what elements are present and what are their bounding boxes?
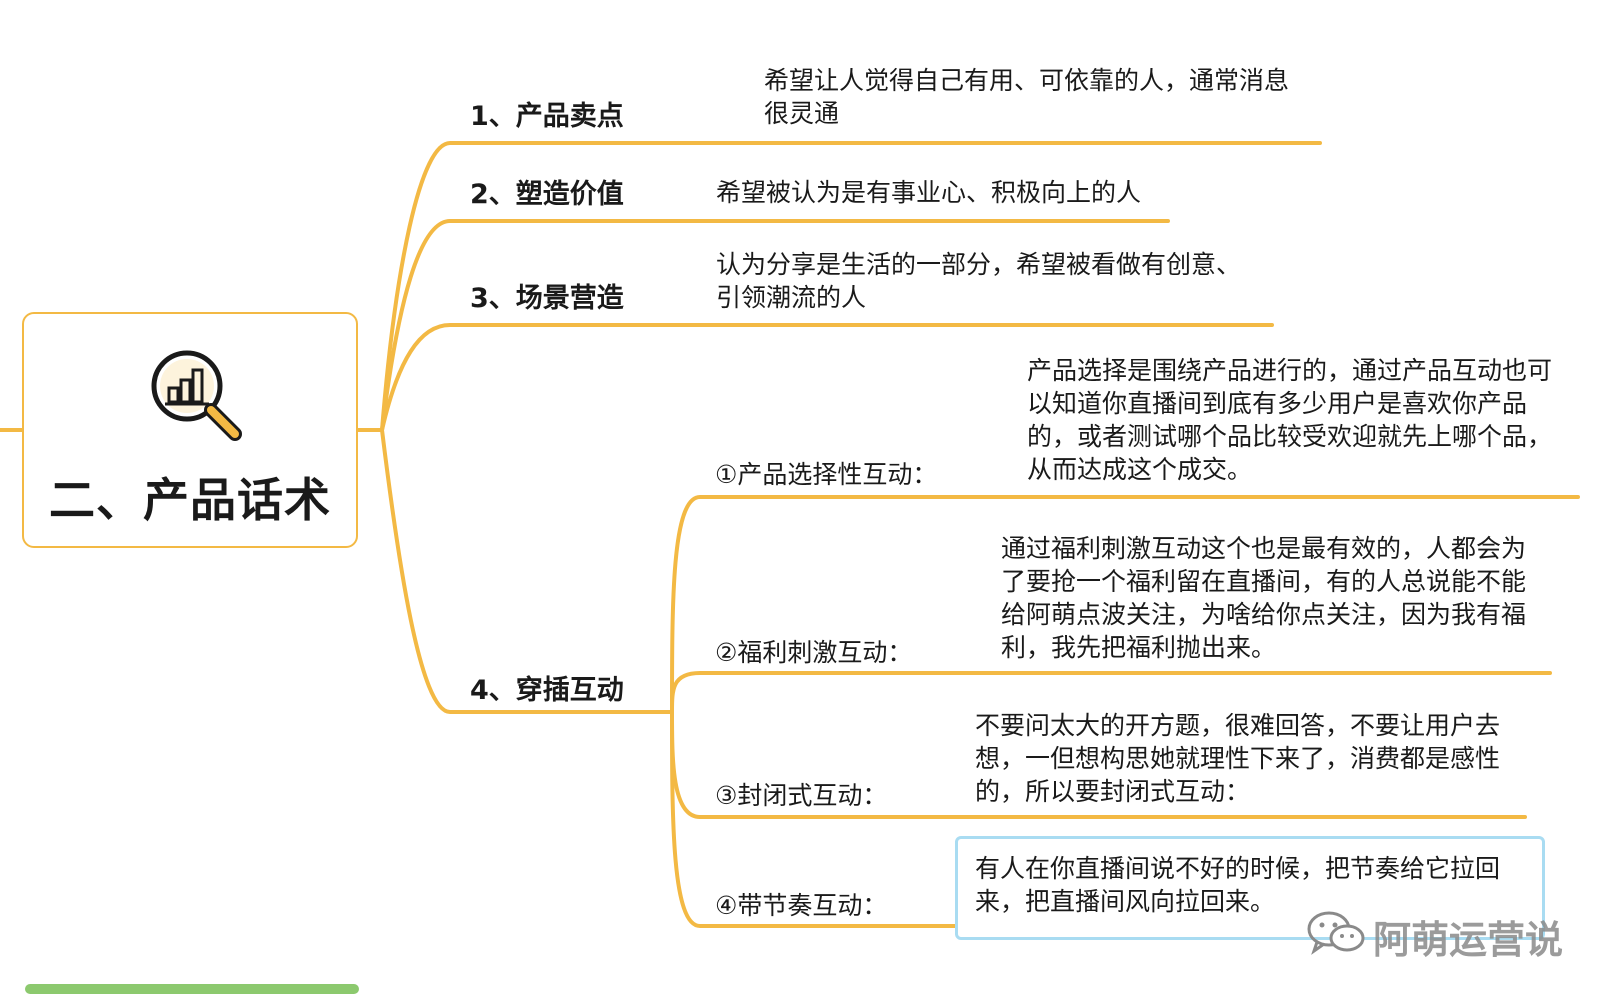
sub-label-rhythm: ④带节奏互动： [715,891,888,920]
text-line: 产品选择是围绕产品进行的，通过产品互动也可 [1027,356,1553,385]
text-line: 有人在你直播间说不好的时候，把节奏给它拉回 [975,854,1501,883]
highlight-box [955,836,1545,940]
connector-branch-4 [380,428,674,714]
text-line: 引领潮流的人 [716,283,867,312]
connector-sub-2 [670,671,1552,714]
wechat-icon [1307,911,1365,955]
sub-text-product-choice: 产品选择是围绕产品进行的，通过产品互动也可 以知道你直播间到底有多少用户是喜欢你… [1027,354,1587,486]
root-node: 二、产品话术 [22,312,358,548]
branch-label-selling-points: 1、产品卖点 [470,101,624,132]
text-line: 很灵通 [764,99,840,128]
text-line: 通过福利刺激互动这个也是最有效的，人都会为 [1001,534,1527,563]
chart-magnifier-icon [151,350,242,441]
watermark-text: 阿萌运营说 [1373,918,1564,962]
connector-branch-3 [380,323,1274,432]
text-line: 的，或者测试哪个品比较受欢迎就先上哪个品， [1027,422,1553,451]
text-line: 以知道你直播间到底有多少用户是喜欢你产品 [1027,389,1528,418]
connector-sub-4 [670,710,957,928]
next-node-edge [25,984,359,994]
sub-text-welfare: 通过福利刺激互动这个也是最有效的，人都会为 了要抢一个福利留在直播间，有的人总说… [1001,532,1561,664]
text-line: 从而达成这个成交。 [1027,455,1253,484]
root-title: 二、产品话术 [49,473,331,527]
branch-text-selling-points: 希望让人觉得自己有用、可依靠的人，通常消息 很灵通 [764,64,1364,130]
text-line: 想，一但想构思她就理性下来了，消费都是感性 [975,744,1501,773]
branch-label-scene: 3、场景营造 [470,283,624,314]
branch-text-value: 希望被认为是有事业心、积极向上的人 [716,176,1176,209]
sub-label-welfare: ②福利刺激互动： [715,638,913,667]
branch-label-value: 2、塑造价值 [470,179,624,210]
sub-text-closed: 不要问太大的开方题，很难回答，不要让用户去 想，一但想构思她就理性下来了，消费都… [975,709,1535,808]
text-line: 认为分享是生活的一部分，希望被看做有创意、 [716,250,1242,279]
text-line: 希望让人觉得自己有用、可依靠的人，通常消息 [764,66,1290,95]
text-line: 给阿萌点波关注，为啥给你点关注，因为我有福 [1001,600,1527,629]
connector-branch-2 [380,219,1170,432]
sub-label-closed: ③封闭式互动： [715,781,888,810]
text-line: 希望被认为是有事业心、积极向上的人 [716,178,1142,207]
text-line: 来，把直播间风向拉回来。 [975,887,1276,916]
text-line: 了要抢一个福利留在直播间，有的人总说能不能 [1001,567,1527,596]
sub-label-product-choice: ①产品选择性互动： [715,460,938,489]
connector-sub-1 [670,495,1580,714]
text-line: 不要问太大的开方题，很难回答，不要让用户去 [975,711,1501,740]
connector-branch-1 [380,141,1322,432]
watermark: 阿萌运营说 [1305,905,1585,962]
text-line: 的，所以要封闭式互动： [975,777,1251,806]
text-line: 利，我先把福利抛出来。 [1001,633,1277,662]
branch-text-scene: 认为分享是生活的一部分，希望被看做有创意、 引领潮流的人 [716,248,1276,314]
branch-label-interaction: 4、穿插互动 [470,675,624,706]
sub-text-rhythm: 有人在你直播间说不好的时候，把节奏给它拉回 来，把直播间风向拉回来。 [975,852,1535,918]
